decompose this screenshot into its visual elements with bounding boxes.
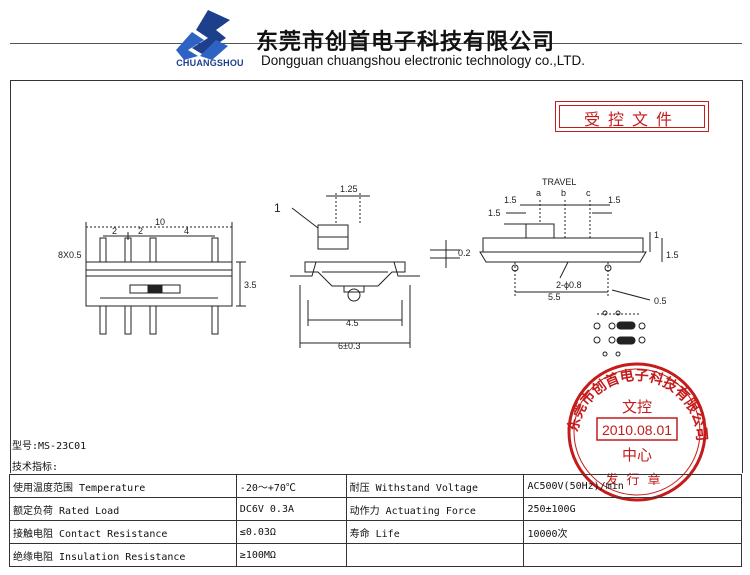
brand-logo-text: CHUANGSHOU	[176, 58, 244, 68]
company-name-cn: 东莞市创首电子科技有限公司	[256, 30, 556, 55]
label-lever-125: 1.25	[340, 184, 358, 194]
label-dim-15-left: 1.5	[504, 195, 517, 205]
label-dim-15-left2: 1.5	[488, 208, 501, 218]
label-pitch-2a: 2	[112, 226, 117, 236]
front-view	[85, 222, 246, 335]
label-pos-b: b	[561, 188, 566, 198]
label-pos-c: c	[586, 188, 591, 198]
spec-cell: 额定负荷 Rated Load	[9, 497, 237, 521]
label-dim-6: 6±0.3	[338, 341, 360, 351]
seal-line3: 中心	[622, 446, 652, 464]
label-dim-02: 0.2	[458, 248, 471, 258]
label-width-10: 10	[155, 217, 165, 227]
side-view	[290, 193, 460, 348]
company-logo-icon	[176, 10, 230, 60]
label-dim-55: 5.5	[548, 292, 561, 302]
label-pitch-4: 4	[184, 226, 189, 236]
table-row: 额定负荷 Rated Load DC6V 0.3A 动作力 Actuating …	[9, 497, 742, 521]
front-pin-bottom-3	[149, 305, 157, 335]
table-row: 绝缘电阻 Insulation Resistance ≥100MΩ	[9, 543, 742, 567]
spec-cell	[345, 543, 525, 567]
spec-cell: ≤0.03Ω	[235, 520, 347, 544]
spec-table: 使用温度范围 Temperature -20～+70℃ 耐压 Withstand…	[9, 474, 742, 567]
label-dim-15-right: 1.5	[608, 195, 621, 205]
label-dim-05: 0.5	[654, 296, 667, 306]
controlled-document-label: 受控文件	[583, 110, 680, 129]
company-name-en: Dongguan chuangshou electronic technolog…	[261, 53, 585, 68]
label-dim-15-vert: 1.5	[666, 250, 679, 260]
label-pos-a: a	[536, 188, 541, 198]
spec-cell: DC6V 0.3A	[235, 497, 347, 521]
spec-cell: 使用温度范围 Temperature	[9, 474, 237, 498]
drawing-frame	[10, 80, 743, 473]
label-pin-1: 1	[274, 201, 281, 215]
label-dim-1-right: 1	[654, 230, 659, 240]
spec-cell: 寿命 Life	[345, 520, 525, 544]
front-pin-bottom-2	[124, 305, 132, 335]
controlled-document-stamp: 受控文件	[555, 101, 709, 132]
spec-cell: 耐压 Withstand Voltage	[345, 474, 525, 498]
front-pin-bottom-4	[211, 305, 219, 335]
seal-line1: 文控	[622, 398, 652, 416]
top-lever	[525, 223, 555, 239]
pcb-footprint	[593, 310, 646, 357]
spec-cell: 绝缘电阻 Insulation Resistance	[9, 543, 237, 567]
header-rule	[10, 43, 742, 44]
label-pitch-2b: 2	[138, 226, 143, 236]
front-body	[85, 261, 233, 307]
spec-cell: 10000次	[523, 520, 742, 544]
spec-cell: -20～+70℃	[235, 474, 347, 498]
spec-cell: 动作力 Actuating Force	[345, 497, 525, 521]
side-body	[304, 261, 406, 287]
label-travel: TRAVEL	[542, 177, 576, 187]
label-height-35: 3.5	[244, 280, 257, 290]
table-row: 接触电阻 Contact Resistance ≤0.03Ω 寿命 Life 1…	[9, 520, 742, 544]
top-view	[479, 200, 663, 357]
table-row: 使用温度范围 Temperature -20～+70℃ 耐压 Withstand…	[9, 474, 742, 498]
front-pin-bottom-1	[99, 305, 107, 335]
seal-date: 2010.08.01	[602, 422, 672, 438]
spec-cell	[523, 543, 742, 567]
model-number: 型号:MS-23C01	[12, 441, 87, 452]
label-pitch-8x05: 8X0.5	[58, 250, 82, 260]
label-dim-45: 4.5	[346, 318, 359, 328]
label-hole-2phi08: 2-ϕ0.8	[556, 280, 582, 290]
spec-cell: AC500V(50Hz)/min	[523, 474, 742, 498]
spec-title: 技术指标:	[12, 462, 59, 473]
spec-cell: 接触电阻 Contact Resistance	[9, 520, 237, 544]
spec-cell: 250±100G	[523, 497, 742, 521]
spec-cell: ≥100MΩ	[235, 543, 347, 567]
